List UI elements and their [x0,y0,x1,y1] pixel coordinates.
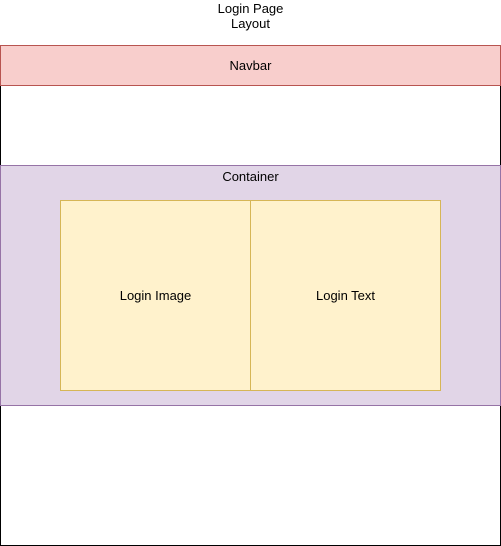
diagram-title-line-2: Layout [230,16,271,31]
login-text-block: Login Text [250,200,441,391]
login-image-label: Login Image [119,288,192,303]
login-image-block: Login Image [60,200,251,391]
login-text-label: Login Text [315,288,376,303]
container-label: Container [222,169,279,184]
navbar-label: Navbar [229,58,272,73]
navbar-block: Navbar [0,45,501,86]
diagram-title: Login Page Layout [0,1,501,31]
diagram-title-line-1: Login Page [217,1,284,16]
